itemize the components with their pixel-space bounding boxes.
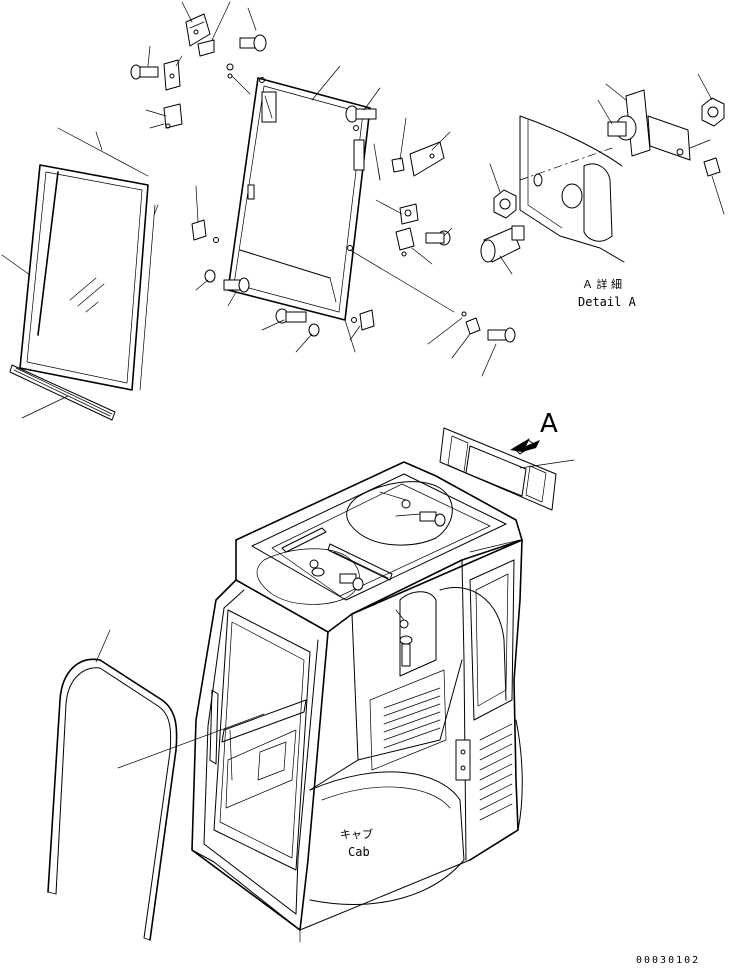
detail-a-label-jp: Ａ 詳 細 [582,277,622,291]
leader-lines-cab [117,539,521,769]
lock-assembly-right [395,203,451,257]
window-glass-panel [19,164,159,391]
detail-a-view [480,73,725,275]
cab-label-jp: キャブ [340,827,373,841]
side-vent-grille [479,723,513,821]
latch-plate-right [373,141,445,181]
leader-lines-right-middle [311,65,463,345]
nameplate-emblem [439,427,575,511]
detail-a-label-en: Detail A [578,295,637,309]
frame-nut-bolt-right [451,311,516,377]
door-weatherstrip [47,629,178,941]
frame-clip-left [191,185,207,241]
cab-label-en: Cab [348,845,370,859]
callout-letter-a: A [540,409,558,439]
frame-bolt-bottom [261,308,375,353]
hinge-plate-left [163,59,183,129]
glass-rubber-strip [9,364,116,421]
leader-lines-glass [1,127,149,419]
view-arrow-icon [510,438,540,455]
cab-body [191,461,523,943]
drawing-number: 00030102 [636,955,700,966]
hinge-bolt-left [130,64,159,80]
upper-hinge-bracket [185,13,234,79]
hinge-bolt-top [239,34,267,52]
frame-washer-bolt-left [195,269,250,307]
floor-ribs [383,687,441,749]
latch-bolt-right [345,105,377,123]
leader-lines-upper-left [145,1,257,129]
